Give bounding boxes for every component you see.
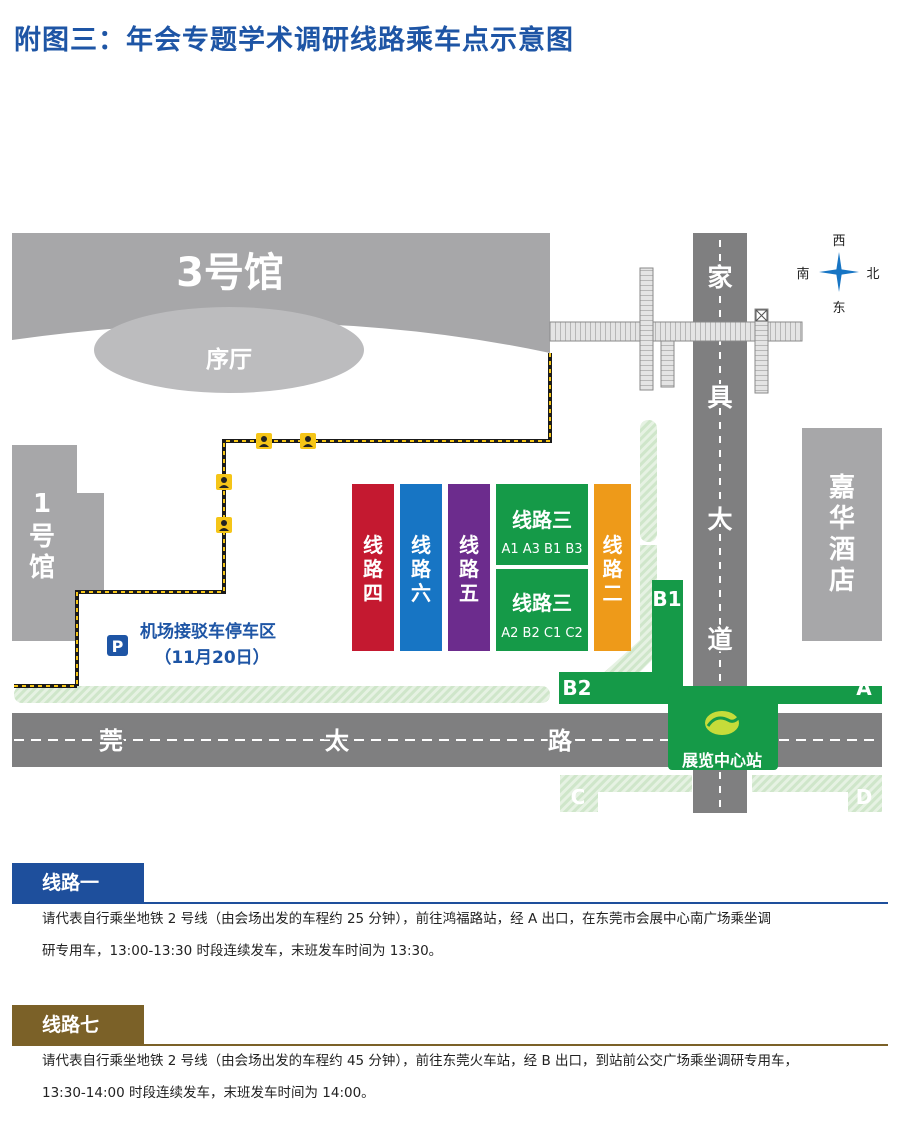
- metro-corridors: [559, 580, 882, 704]
- avenue-char: 家: [707, 263, 732, 292]
- lobby-building: [94, 307, 364, 393]
- hotel-char: 酒: [829, 535, 855, 565]
- route-char: 二: [603, 581, 623, 605]
- metro-logo-icon: [705, 711, 742, 735]
- route-char: 六: [411, 581, 431, 605]
- compass-south: 南: [796, 266, 809, 282]
- route-char: 路: [363, 557, 384, 581]
- route-char: 路: [411, 557, 432, 581]
- route-bay-3b: 线路三 A2 B2 C1 C2: [496, 569, 588, 651]
- hall1-number: 1: [33, 489, 51, 519]
- avenue-char: 大: [707, 505, 732, 534]
- route-char: 线: [603, 533, 623, 557]
- avenue-chars: 家 具 大 道: [706, 262, 734, 656]
- route-bay-4: 线 路 四: [352, 484, 394, 651]
- route-codes: A2 B2 C1 C2: [501, 626, 582, 641]
- bridge-stair-left: [639, 267, 654, 391]
- section-divider: [12, 902, 888, 904]
- hall1-char: 号: [29, 522, 55, 552]
- road-char: 路: [548, 727, 573, 755]
- exit-c-label: C: [571, 785, 586, 809]
- exit-d-label: D: [856, 785, 873, 809]
- page-title: 附图三：年会专题学术调研线路乘车点示意图: [14, 25, 574, 56]
- guide-path-dash: [14, 353, 551, 687]
- exit-b1-label: B1: [652, 587, 681, 611]
- section-line: 请代表自行乘坐地铁 2 号线（由会场出发的车程约 45 分钟），前往东莞火车站，…: [42, 1053, 799, 1069]
- walkway-diagonal: [600, 545, 657, 692]
- route-char: 五: [459, 581, 479, 605]
- route-char: 四: [363, 581, 383, 605]
- road-char: 莞: [99, 727, 123, 755]
- parking-icon: [107, 635, 128, 656]
- parking-icon-letter: P: [112, 637, 124, 656]
- route-bay-2: 线 路 二: [594, 484, 631, 651]
- parking-date: （11月20日）: [154, 647, 269, 668]
- section-line: 请代表自行乘坐地铁 2 号线（由会场出发的车程约 25 分钟），前往鸿福路站，经…: [42, 911, 771, 927]
- route-char: 线: [363, 533, 383, 557]
- route-char: 线: [459, 533, 479, 557]
- guard-icon: [256, 433, 272, 449]
- venue-map: 3号馆 序厅 1 号 馆 嘉 华 酒 店 家 具 大 道 莞 太 路: [12, 233, 882, 813]
- compass-icon: 西 东 南 北: [796, 234, 879, 316]
- route-char: 路: [603, 557, 624, 581]
- hotel-char: 华: [829, 503, 855, 534]
- compass-east: 东: [832, 301, 845, 316]
- bridge-horizontal: [549, 321, 803, 342]
- hotel-building: [802, 428, 882, 641]
- route-char: 线: [411, 533, 431, 557]
- walkway-exit-d: [752, 775, 882, 812]
- section-line: 13:30-14:00 时段连续发车，末班发车时间为 14:00。: [42, 1085, 375, 1101]
- section-text-route1: 请代表自行乘坐地铁 2 号线（由会场出发的车程约 25 分钟），前往鸿福路站，经…: [42, 903, 884, 967]
- parking-label: 机场接驳车停车区: [140, 621, 276, 642]
- section-tag-route7: 线路七: [12, 1005, 144, 1045]
- parking-area: P 机场接驳车停车区 （11月20日）: [107, 621, 276, 668]
- walkway-exit-c: [560, 775, 692, 812]
- walkway-bottom: [14, 686, 550, 703]
- route-codes: A1 A3 B1 B3: [501, 542, 582, 557]
- section-text-route7: 请代表自行乘坐地铁 2 号线（由会场出发的车程约 45 分钟），前往东莞火车站，…: [42, 1045, 884, 1109]
- bridge-stair-mid: [660, 340, 675, 388]
- hotel-char: 嘉: [829, 473, 855, 503]
- hall1-chars: 号 馆: [29, 522, 55, 583]
- route-title: 线路三: [512, 508, 572, 532]
- walkway-right: [640, 420, 657, 542]
- exit-b2-label: B2: [562, 676, 591, 700]
- section-divider: [12, 1044, 888, 1046]
- hall3-label: 3号馆: [176, 250, 284, 296]
- bridge-cross-box: [755, 309, 768, 322]
- metro-station-name: 展览中心站: [682, 751, 762, 770]
- guard-icon: [216, 517, 232, 533]
- hotel-chars: 嘉 华 酒 店: [829, 473, 855, 596]
- guard-icon: [300, 433, 316, 449]
- guard-icon: [216, 474, 232, 490]
- avenue-char: 道: [707, 625, 732, 654]
- guide-markers: [216, 433, 316, 533]
- hall1-char: 馆: [29, 552, 55, 583]
- road-chars: 莞 太 路: [97, 725, 575, 757]
- compass-north: 北: [866, 267, 879, 282]
- lobby-label: 序厅: [206, 346, 252, 373]
- bridge-stair-right: [754, 308, 769, 394]
- route-bay-5: 线 路 五: [448, 484, 490, 651]
- exit-a-label: A: [856, 676, 872, 700]
- route-title: 线路三: [512, 591, 572, 615]
- section-line: 研专用车，13:00-13:30 时段连续发车，末班发车时间为 13:30。: [42, 943, 443, 959]
- road-char: 太: [325, 727, 350, 755]
- hall1-building: [12, 445, 104, 641]
- route-bay-6: 线 路 六: [400, 484, 442, 651]
- route-char: 路: [459, 557, 480, 581]
- section-tag-route1: 线路一: [12, 863, 144, 903]
- compass-west: 西: [832, 234, 845, 249]
- hotel-char: 店: [829, 566, 855, 596]
- route-bay-3a: 线路三 A1 A3 B1 B3: [496, 484, 588, 565]
- avenue-char: 具: [707, 383, 732, 412]
